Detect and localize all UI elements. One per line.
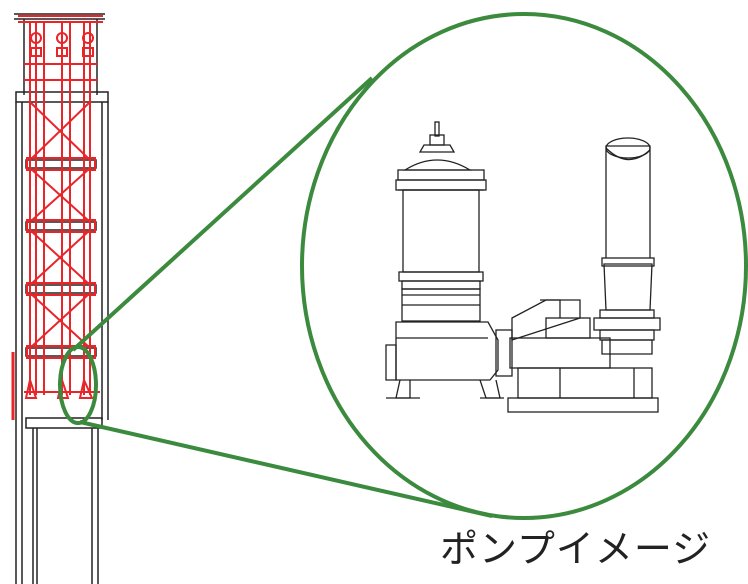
callout [58,12,748,520]
red-piping [11,15,103,420]
submersible-pump-drawing [385,121,661,413]
caption: ポンプイメージ [440,527,712,571]
callout-line-bottom [79,420,493,518]
callout-line-top [71,76,374,352]
large-callout-ellipse [300,12,748,520]
